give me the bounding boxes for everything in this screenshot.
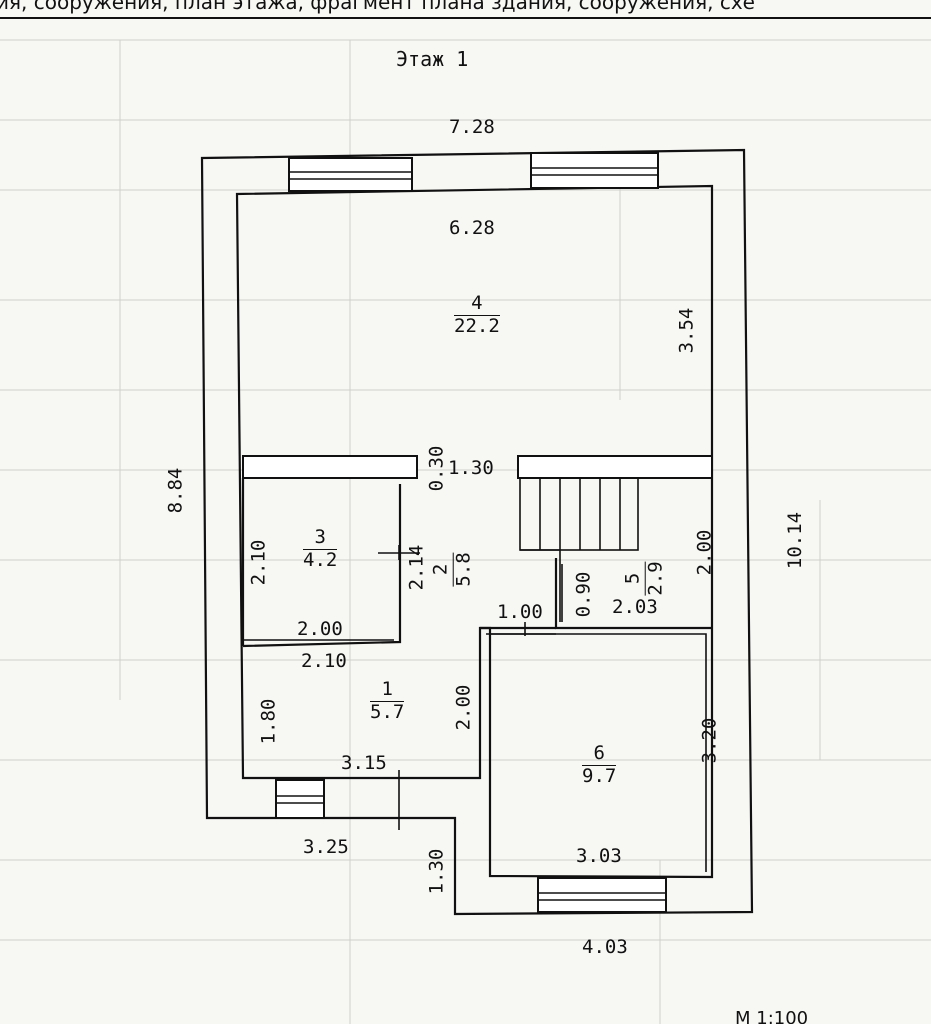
room-number: 4 <box>454 293 500 316</box>
dim-room1-top-width: 2.10 <box>301 650 347 672</box>
room-area: 5.8 <box>452 552 475 587</box>
dim-room3-height: 2.10 <box>247 539 270 586</box>
dim-bottom-total-width: 4.03 <box>582 936 628 958</box>
outer-wall <box>200 148 754 916</box>
dim-room6-width: 3.03 <box>576 845 622 867</box>
dim-room1-height: 1.80 <box>257 698 280 745</box>
partition-left <box>242 455 418 479</box>
floor-title: Этаж 1 <box>396 47 469 71</box>
dim-corridor-height: 2.14 <box>405 544 428 591</box>
room-area: 22.2 <box>454 314 500 337</box>
room-label-1: 1 5.7 <box>370 679 405 723</box>
window-bottom-right <box>537 877 667 913</box>
dim-entry-width: 3.25 <box>303 836 349 858</box>
window-top-right <box>530 152 659 189</box>
dim-partition-thickness: 0.30 <box>425 445 448 492</box>
dim-room4-height: 3.54 <box>675 307 698 354</box>
partition-right <box>517 455 713 479</box>
window-top-left <box>288 157 413 192</box>
scale-note: М 1:100 <box>735 1008 809 1024</box>
dim-room6-height: 3.20 <box>698 717 721 764</box>
dim-room1-right-height: 2.00 <box>452 684 475 731</box>
room-number: 2 <box>430 552 454 587</box>
room-label-4: 4 22.2 <box>454 293 500 337</box>
dim-room4-width: 6.28 <box>449 217 495 239</box>
staircase <box>519 477 639 622</box>
dim-entry-depth: 1.30 <box>425 848 448 895</box>
dim-room5-width: 2.03 <box>612 596 658 618</box>
dim-room3-width: 2.00 <box>297 618 343 640</box>
dim-room5-height: 2.00 <box>693 529 716 576</box>
dim-room5-depth: 0.90 <box>572 571 595 618</box>
sheet-header-text: ия, сооружения, план этажа, фрагмент пла… <box>0 0 755 14</box>
room-area: 9.7 <box>582 764 617 787</box>
room-area: 5.7 <box>370 700 405 723</box>
dim-left-total-height: 8.84 <box>164 467 187 514</box>
window-bottom-left <box>275 779 325 819</box>
room-label-6: 6 9.7 <box>582 743 617 787</box>
dim-right-total-height: 10.14 <box>784 511 807 570</box>
dim-overall-top-width: 7.28 <box>449 116 495 138</box>
room-label-2: 2 5.8 <box>430 552 475 587</box>
dim-door-width: 1.00 <box>497 601 543 623</box>
room-number: 1 <box>370 679 405 702</box>
dim-room1-bottom-width: 3.15 <box>341 752 387 774</box>
room-label-3: 3 4.2 <box>303 527 338 571</box>
header-divider <box>0 17 931 19</box>
room-number: 6 <box>582 743 617 766</box>
dim-stair-gap-width: 1.30 <box>448 457 494 479</box>
room-label-5: 5 2.9 <box>622 561 667 596</box>
room-number: 3 <box>303 527 338 550</box>
room-number: 5 <box>622 561 646 596</box>
room-area: 2.9 <box>644 561 667 596</box>
room-area: 4.2 <box>303 548 338 571</box>
